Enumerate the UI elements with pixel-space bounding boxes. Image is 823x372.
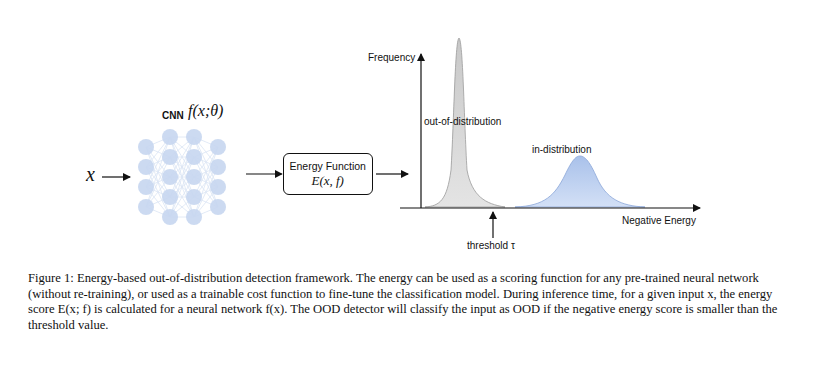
neuron <box>186 169 202 185</box>
input-arrow <box>102 176 130 177</box>
input-symbol: x <box>86 163 95 186</box>
x-axis <box>400 207 700 208</box>
neuron <box>186 129 202 145</box>
series-label: out-of-distribution <box>424 116 501 127</box>
threshold-arrow <box>492 212 493 238</box>
threshold-label: threshold τ <box>467 240 515 251</box>
y-axis <box>420 54 421 208</box>
neuron <box>138 179 154 195</box>
connector-arrow <box>246 173 282 174</box>
neuron <box>162 129 178 145</box>
neuron <box>162 189 178 205</box>
neuron <box>210 199 226 215</box>
id-curve <box>515 156 645 207</box>
node-formula: E(x, f) <box>311 173 343 189</box>
series-label: in-distribution <box>532 144 591 155</box>
ood-curve <box>425 38 505 207</box>
neuron <box>186 209 202 225</box>
process-box: Energy FunctionE(x, f) <box>283 153 373 195</box>
neuron <box>138 139 154 155</box>
neuron <box>138 159 154 175</box>
figure-caption: Figure 1: Energy-based out-of-distributi… <box>28 271 800 333</box>
cnn-network <box>138 129 226 225</box>
net-link <box>170 157 194 217</box>
node-formula: f(x;θ) <box>188 102 223 120</box>
node-heading: Energy Function <box>289 160 365 172</box>
neuron <box>162 209 178 225</box>
output-arrow <box>376 173 408 174</box>
axis-label: Frequency <box>368 52 415 63</box>
neuron <box>210 179 226 195</box>
neuron <box>186 189 202 205</box>
axis-label: Negative Energy <box>622 215 696 226</box>
neuron <box>138 199 154 215</box>
neuron <box>162 169 178 185</box>
cnn-group: CNN f(x;θ) <box>132 98 244 224</box>
neuron <box>162 149 178 165</box>
neuron <box>210 159 226 175</box>
neuron <box>186 149 202 165</box>
node-heading: CNN <box>162 110 184 121</box>
neuron <box>210 139 226 155</box>
